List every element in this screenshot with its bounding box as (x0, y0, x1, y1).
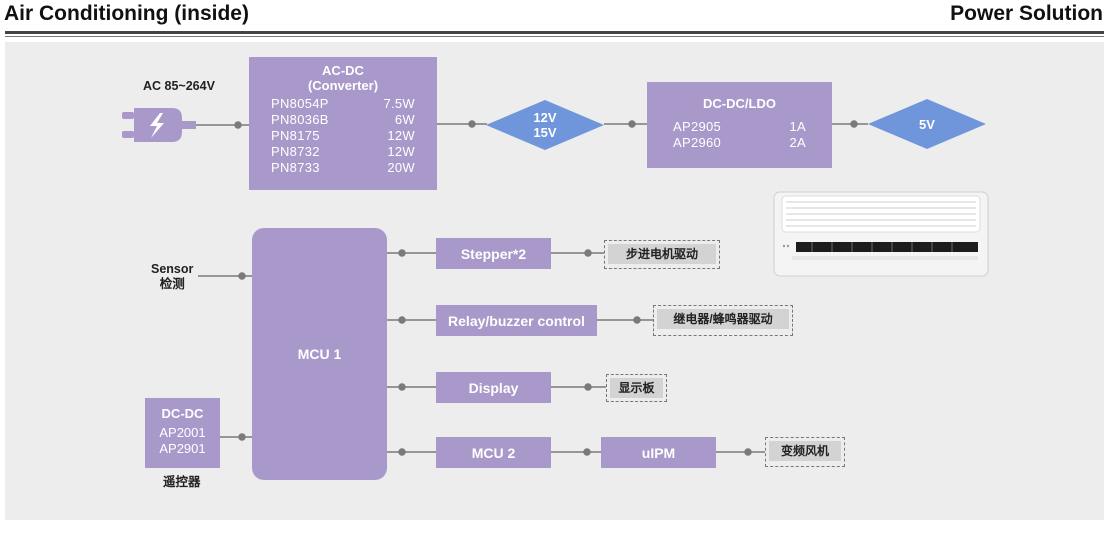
stepper-driver-label: 步进电机驱动 (604, 240, 720, 269)
power-plug-icon (122, 108, 196, 142)
dc-dc-remote-block: DC-DC AP2001 AP2901 (145, 398, 220, 468)
part-current: 2A (789, 135, 806, 150)
part-number: PN8732 (271, 144, 320, 159)
display-board-text: 显示板 (610, 378, 663, 398)
stepper-block: Stepper*2 (436, 238, 551, 269)
ac-dc-title: AC-DC (322, 63, 364, 78)
dc-dc-ldo-block: DC-DC/LDO AP2905 1A AP2960 2A (647, 82, 832, 168)
air-conditioner-image (773, 191, 989, 277)
part-number: PN8036B (271, 112, 329, 127)
sensor-label-cn: 检测 (159, 277, 185, 291)
part-current: 1A (789, 119, 806, 134)
rail-12v-label: 12V (533, 110, 557, 125)
part-row: PN8733 20W (271, 160, 415, 176)
page-title: Air Conditioning (inside) (4, 2, 249, 25)
mcu1-block: MCU 1 (252, 228, 387, 480)
sensor-label-en: Sensor (151, 262, 194, 276)
part-number: PN8175 (271, 128, 320, 143)
part-number: AP2001 (159, 425, 206, 440)
relay-driver-label: 继电器/蜂鸣器驱动 (653, 305, 793, 336)
dc-dc-remote-title: DC-DC (161, 406, 204, 421)
rail-5v: 5V (868, 99, 986, 149)
part-row: PN8054P 7.5W (271, 96, 415, 112)
part-number: AP2901 (159, 441, 206, 456)
mcu2-block: MCU 2 (436, 437, 551, 468)
part-power: 20W (387, 160, 415, 175)
part-power: 12W (387, 144, 415, 159)
part-row: AP2960 2A (673, 135, 806, 151)
part-row: PN8036B 6W (271, 112, 415, 128)
ac-input-label: AC 85~264V (143, 79, 215, 93)
part-power: 7.5W (383, 96, 415, 111)
part-number: PN8054P (271, 96, 329, 111)
dc-dc-ldo-title: DC-DC/LDO (703, 96, 776, 111)
rail-5v-label: 5V (919, 116, 935, 132)
rail-15v-label: 15V (533, 125, 557, 140)
part-number: AP2905 (673, 119, 722, 134)
part-power: 12W (387, 128, 415, 143)
part-number: PN8733 (271, 160, 320, 175)
sensor-label: Sensor 检测 (151, 262, 193, 292)
uipm-block: uIPM (601, 437, 716, 468)
inverter-fan-label: 变频风机 (765, 437, 845, 467)
display-board-label: 显示板 (606, 374, 667, 402)
relay-driver-text: 继电器/蜂鸣器驱动 (657, 309, 789, 329)
part-power: 6W (394, 112, 415, 127)
part-number: AP2960 (673, 135, 722, 150)
part-row: PN8175 12W (271, 128, 415, 144)
relay-buzzer-block: Relay/buzzer control (436, 305, 597, 336)
part-row: PN8732 12W (271, 144, 415, 160)
part-row: AP2905 1A (673, 119, 806, 135)
inverter-fan-text: 变频风机 (769, 441, 841, 461)
stepper-driver-text: 步进电机驱动 (608, 244, 716, 264)
header-rule (5, 31, 1104, 34)
ac-dc-subtitle: (Converter) (307, 78, 379, 93)
display-block: Display (436, 372, 551, 403)
header-rule-thin (5, 36, 1104, 37)
remote-control-label: 遥控器 (163, 475, 201, 489)
section-title: Power Solution (950, 2, 1103, 25)
